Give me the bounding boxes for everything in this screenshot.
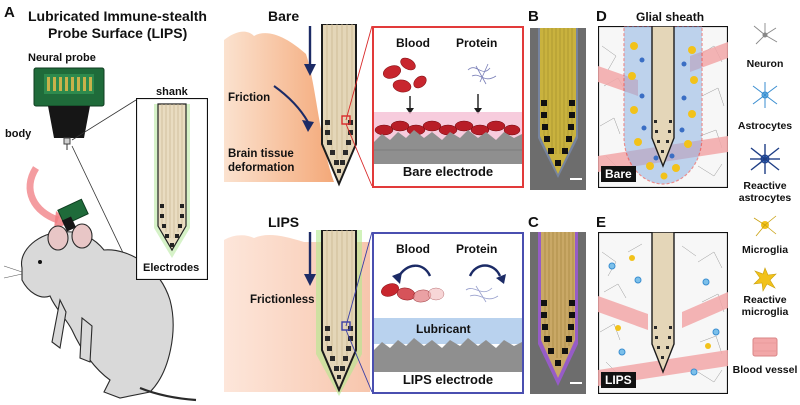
lips-zoom-connector bbox=[345, 231, 373, 393]
bare-probe-micrograph bbox=[530, 28, 586, 190]
lips-blood-label: Blood bbox=[396, 242, 430, 256]
neural-probe-label: Neural probe bbox=[28, 52, 96, 64]
neural-probe-illustration bbox=[3, 67, 197, 402]
lips-protein-label: Protein bbox=[456, 242, 498, 256]
legend-reactive-astrocytes: Reactive astrocytes bbox=[738, 180, 792, 204]
reactive-microglia-icon bbox=[753, 267, 777, 292]
legend-microglia: Microglia bbox=[741, 244, 789, 256]
shank-label: shank bbox=[156, 86, 188, 98]
lips-glial-panel bbox=[598, 232, 728, 394]
lips-electrode-label: LIPS electrode bbox=[378, 372, 518, 387]
panel-a-title-line1: Lubricated Immune-stealth bbox=[28, 8, 207, 24]
legend-neuron: Neuron bbox=[746, 58, 784, 70]
electrodes-label: Electrodes bbox=[142, 262, 201, 274]
blood-vessel-icon bbox=[752, 337, 778, 357]
legend-astrocytes: Astrocytes bbox=[737, 120, 793, 132]
lips-tag: LIPS bbox=[601, 372, 636, 388]
friction-label: Friction bbox=[228, 92, 271, 104]
bare-tag: Bare bbox=[601, 166, 636, 182]
reactive-astrocyte-icon bbox=[750, 144, 780, 174]
lips-electrode-box bbox=[372, 232, 524, 394]
bare-electrode-box bbox=[372, 26, 524, 188]
bare-glial-panel bbox=[598, 26, 728, 188]
panel-a-title-line2: Probe Surface (LIPS) bbox=[48, 25, 188, 41]
panel-label-b: B bbox=[528, 8, 539, 25]
neuron-icon bbox=[753, 23, 778, 45]
frictionless-label: Frictionless bbox=[250, 294, 315, 306]
bare-tissue-illustration bbox=[224, 24, 357, 187]
bare-zoom-connector bbox=[345, 25, 373, 187]
bare-heading: Bare bbox=[268, 8, 300, 24]
body-label: body bbox=[5, 128, 32, 140]
deformation-line2: deformation bbox=[228, 162, 295, 174]
panel-label-a: A bbox=[4, 4, 15, 21]
legend-blood-vessel: Blood vessel bbox=[732, 364, 798, 376]
lips-probe-micrograph bbox=[530, 232, 586, 394]
microglia-icon bbox=[753, 215, 777, 237]
panel-label-d: D bbox=[596, 8, 607, 25]
glial-sheath-title: Glial sheath bbox=[636, 10, 705, 24]
lips-heading: LIPS bbox=[268, 214, 300, 230]
deformation-line1: Brain tissue bbox=[228, 148, 294, 160]
legend-reactive-microglia: Reactive microglia bbox=[741, 294, 789, 318]
bare-blood-label: Blood bbox=[396, 36, 430, 50]
lips-tissue-illustration bbox=[224, 230, 370, 396]
lubricant-label: Lubricant bbox=[416, 322, 471, 336]
bare-protein-label: Protein bbox=[456, 36, 498, 50]
panel-label-c: C bbox=[528, 214, 539, 231]
shank-zoom-box bbox=[136, 98, 208, 280]
astrocyte-icon bbox=[752, 82, 778, 108]
panel-label-e: E bbox=[596, 214, 607, 231]
bare-electrode-label: Bare electrode bbox=[378, 164, 518, 179]
